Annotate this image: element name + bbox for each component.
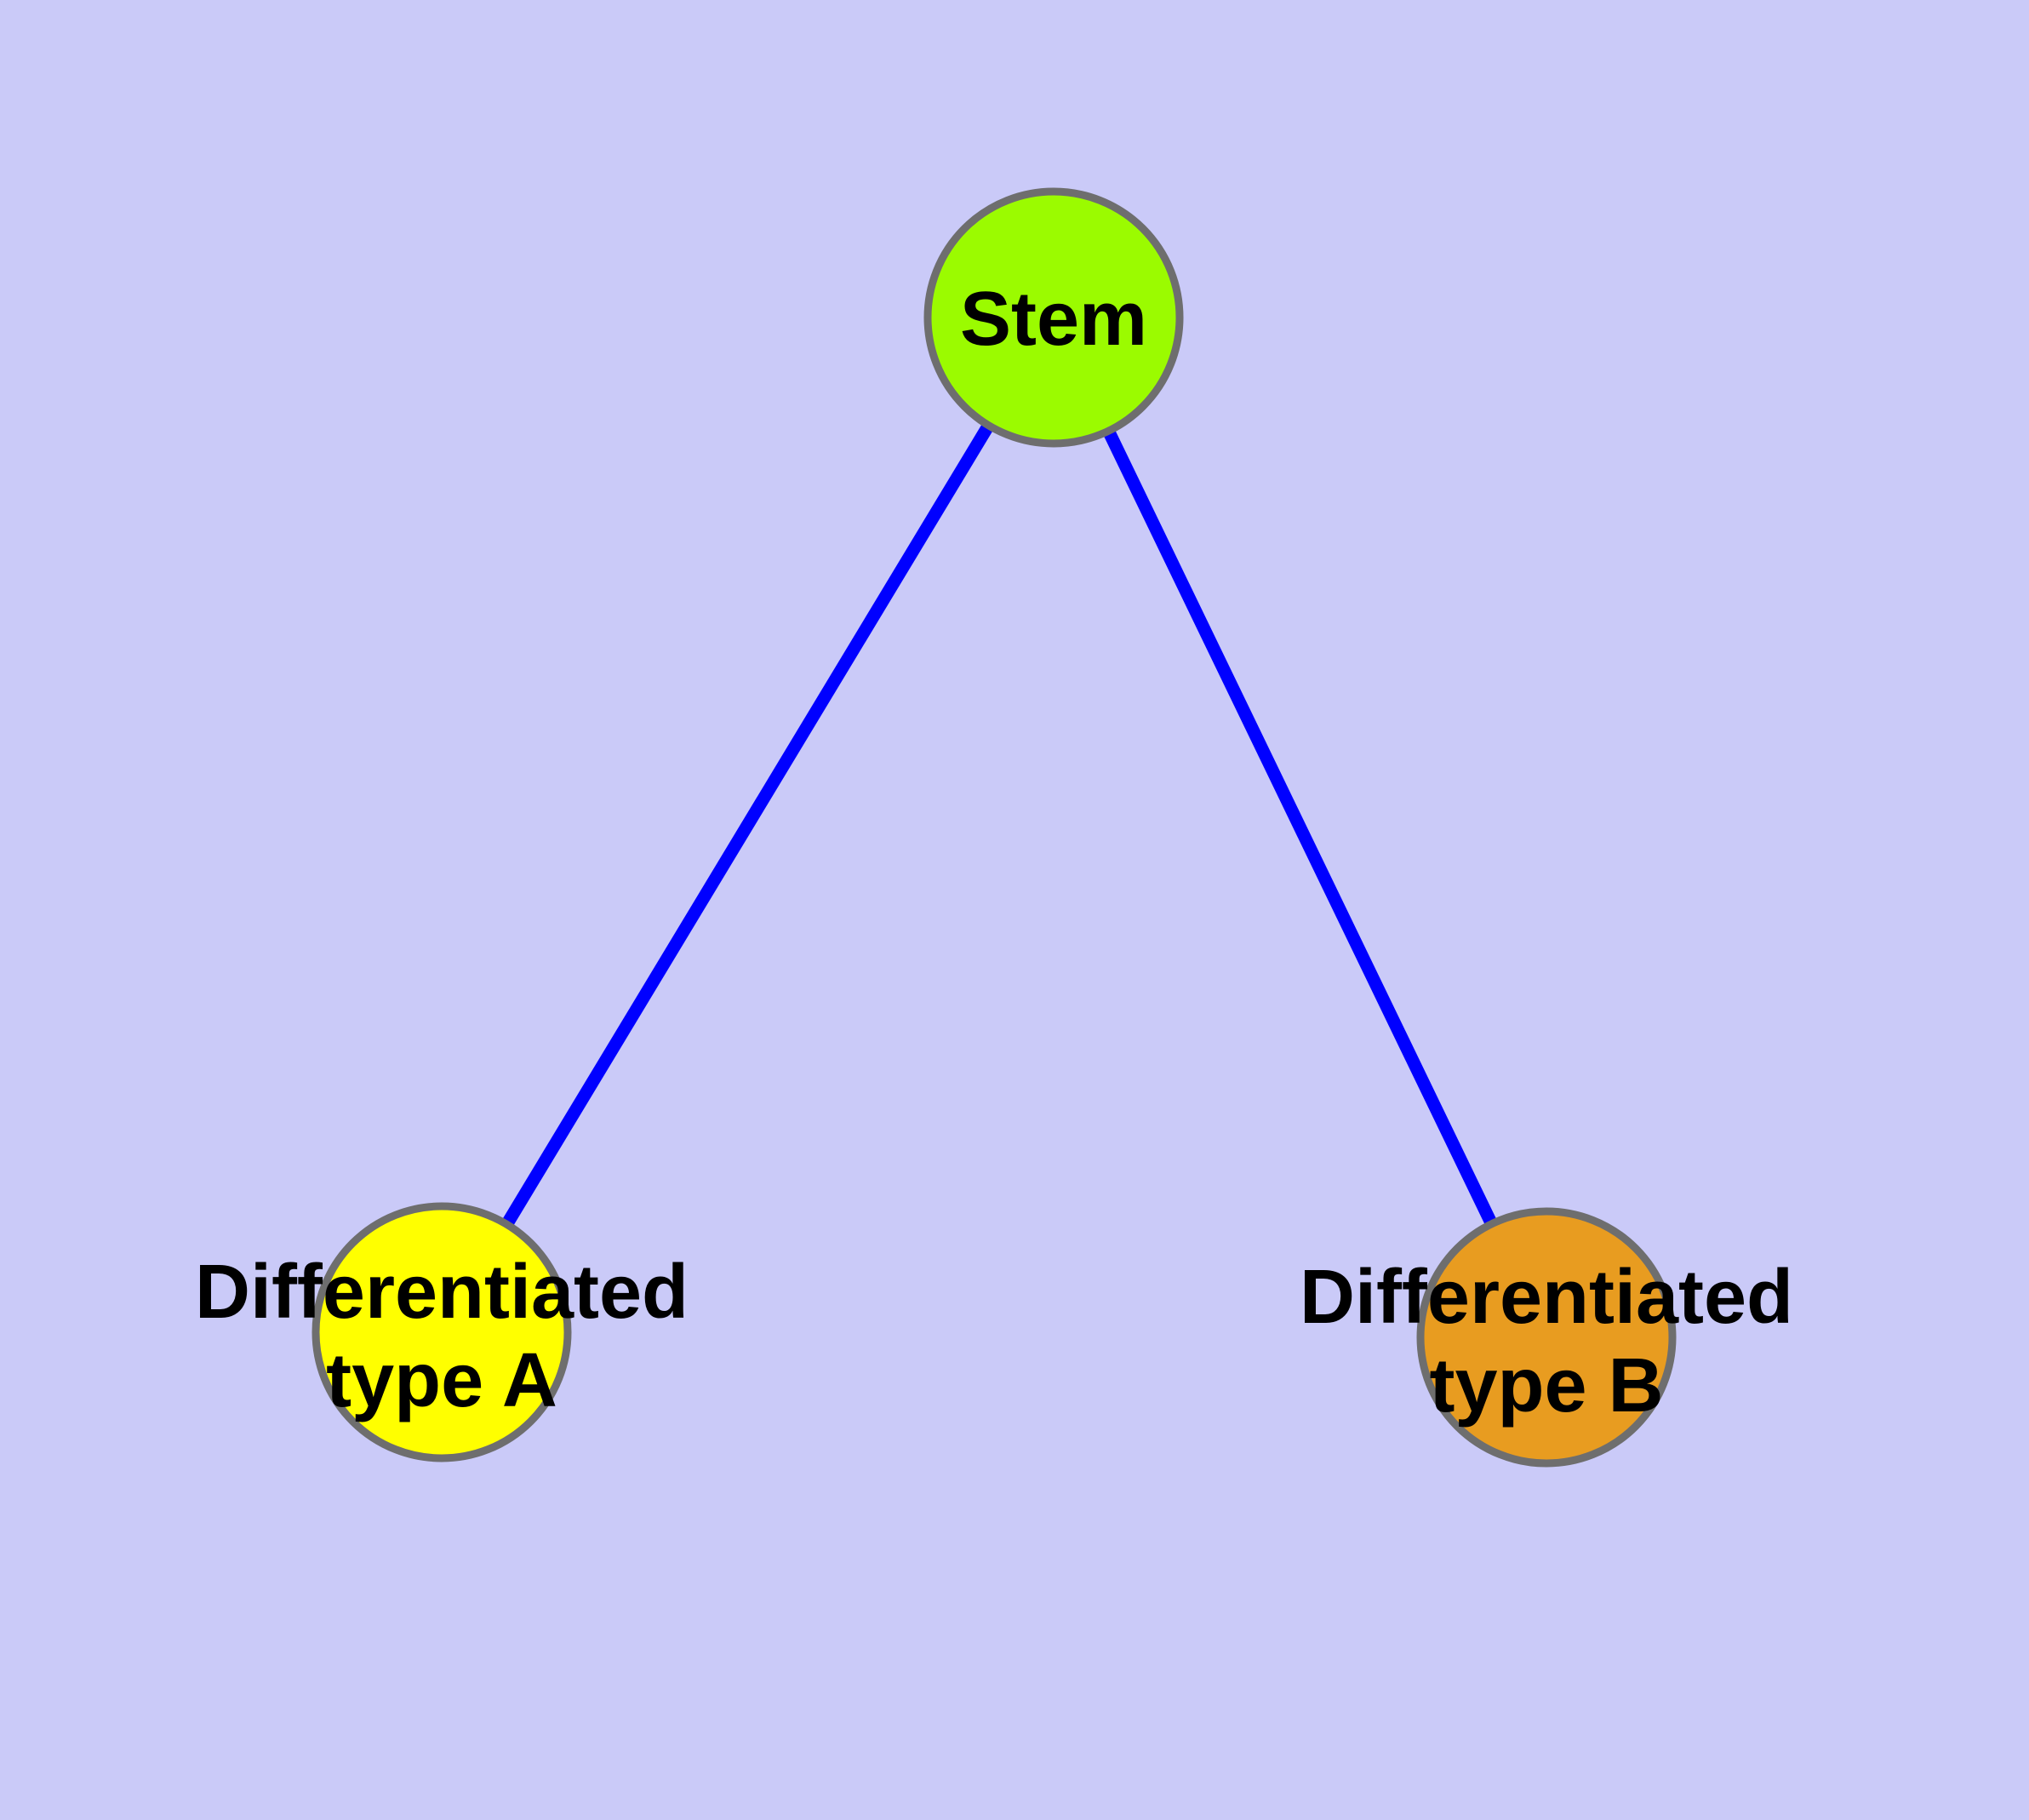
edge-stem-to-type-a: [436, 314, 1060, 1336]
node-type-b-circle: [1416, 1207, 1677, 1468]
node-differentiated-type-a: Differentiated type A: [195, 1202, 689, 1462]
node-type-a-label-line1: Differentiated: [195, 1250, 689, 1335]
node-stem-circle: [923, 187, 1184, 448]
node-type-a-circle: [311, 1202, 572, 1462]
node-type-b-label-line1: Differentiated: [1300, 1255, 1793, 1340]
node-type-b-label-line2: type B: [1429, 1343, 1663, 1428]
node-stem-label: Stem: [960, 277, 1147, 362]
edge-group: [436, 314, 1552, 1341]
node-type-a-label-line2: type A: [326, 1338, 557, 1423]
node-stem: Stem: [923, 187, 1184, 448]
node-differentiated-type-b: Differentiated type B: [1300, 1207, 1793, 1468]
edge-stem-to-type-b: [1048, 314, 1552, 1341]
